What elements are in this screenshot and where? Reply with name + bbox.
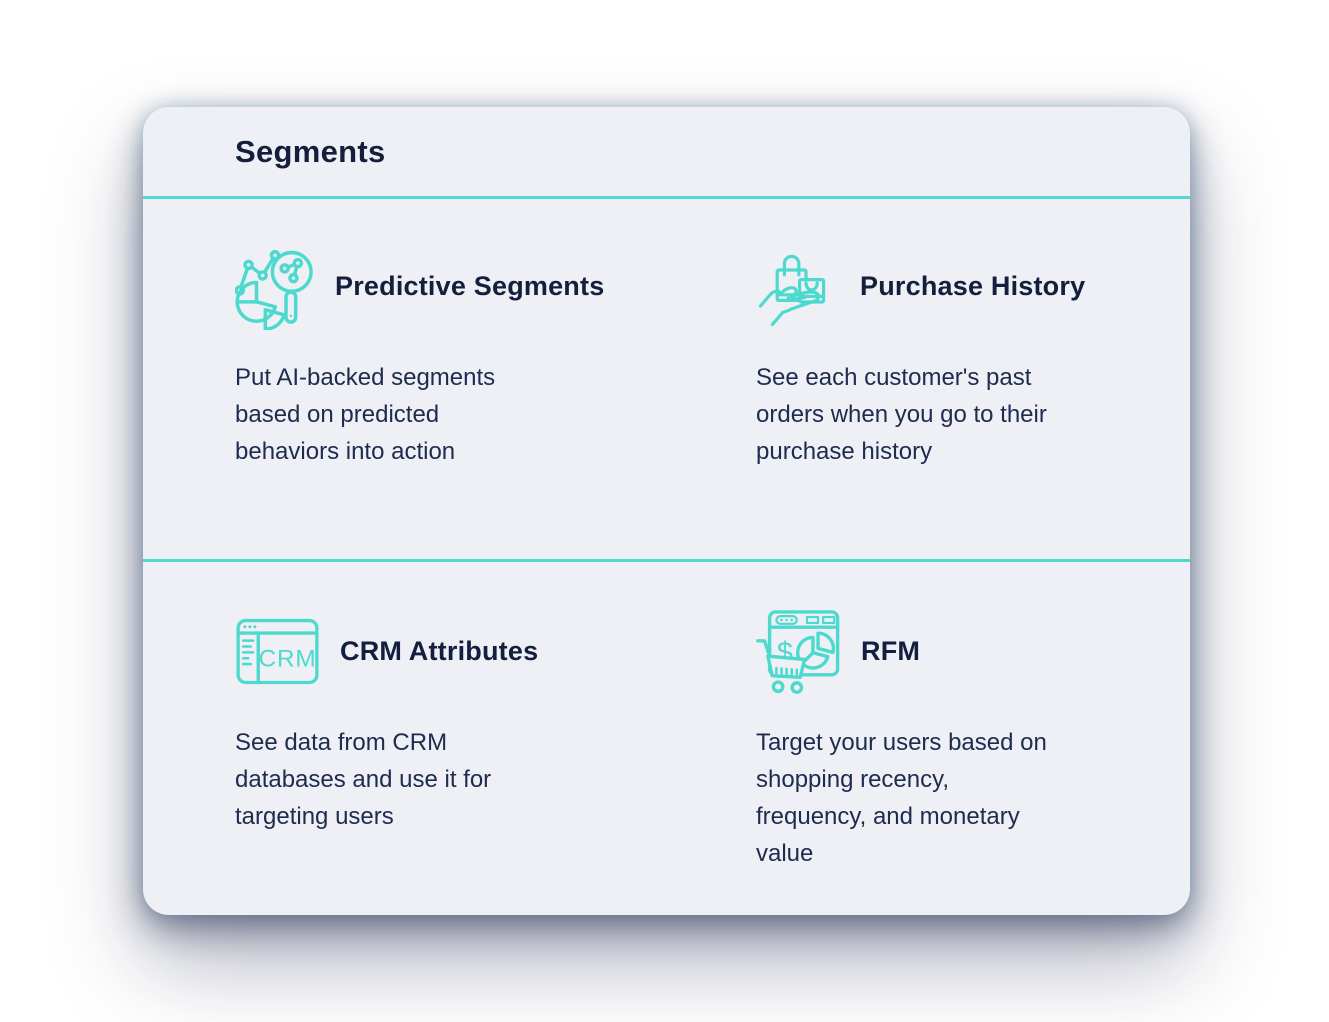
feature-title: Purchase History	[860, 270, 1086, 301]
feature-description: Target your users based on shopping rece…	[756, 729, 1047, 867]
feature-description: See each customer's past orders when you…	[756, 364, 1047, 465]
segments-card: Segments	[143, 107, 1190, 915]
features-row-bottom: CRM CRM Attributes See data from CRM dat…	[143, 562, 1190, 909]
feature-head: $	[756, 605, 1130, 697]
purchase-history-icon	[756, 246, 840, 326]
predictive-segments-icon	[235, 242, 315, 330]
feature-head: Purchase History	[756, 240, 1130, 332]
feature-head: Predictive Segments	[235, 240, 756, 332]
feature-description: Put AI-backed segments based on predicte…	[235, 364, 496, 465]
features-row-top: Predictive Segments Put AI-backed segmen…	[143, 199, 1190, 562]
feature-title: Predictive Segments	[335, 270, 605, 301]
feature-rfm: $	[756, 605, 1130, 909]
feature-title: CRM Attributes	[340, 635, 539, 666]
card-header: Segments	[143, 107, 1190, 199]
rfm-icon: $	[756, 605, 841, 697]
page-title: Segments	[235, 133, 386, 169]
feature-crm-attributes: CRM CRM Attributes See data from CRM dat…	[235, 605, 756, 909]
feature-title: RFM	[861, 635, 921, 666]
crm-attributes-icon: CRM	[235, 618, 320, 685]
feature-description: See data from CRM databases and use it f…	[235, 729, 492, 830]
feature-predictive-segments: Predictive Segments Put AI-backed segmen…	[235, 240, 756, 559]
feature-head: CRM CRM Attributes	[235, 605, 756, 697]
feature-purchase-history: Purchase History See each customer's pas…	[756, 240, 1130, 559]
crm-icon-label: CRM	[259, 645, 317, 672]
